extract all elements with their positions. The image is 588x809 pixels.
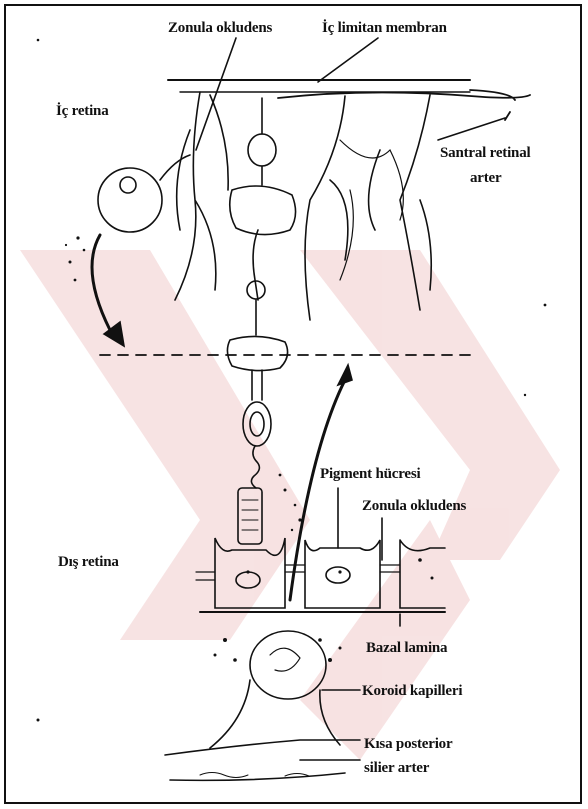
label-zonula-okludens-top: Zonula okludens xyxy=(168,20,272,37)
muller-fiber-left xyxy=(175,92,216,300)
label-bazal-lamina: Bazal lamina xyxy=(366,640,447,657)
pointer-ic-limitan xyxy=(318,38,378,82)
tight-junction-left xyxy=(196,572,215,580)
outer-plexiform-blob xyxy=(227,336,287,370)
muller-fiber-right xyxy=(369,95,432,310)
ciliary-artery-upper xyxy=(165,740,360,755)
label-santral-retinal: Santral retinal xyxy=(440,145,530,162)
label-koroid-kapilleri: Koroid kapilleri xyxy=(362,683,462,700)
pointer-santral-arter xyxy=(438,118,505,140)
label-ic-retina: İç retina xyxy=(56,103,109,120)
pigment-cell-1-nucleus xyxy=(236,572,260,588)
choroid-capillary xyxy=(250,631,326,699)
photoreceptor-segment-lines xyxy=(242,500,258,530)
label-kisa-posterior: Kısa posterior xyxy=(364,736,452,753)
photoreceptor-stalk xyxy=(252,370,262,400)
photoreceptor-nucleus xyxy=(243,402,271,446)
photoreceptor-fiber xyxy=(251,446,259,488)
pigment-cell-2-nucleus xyxy=(326,567,350,583)
photoreceptor-outer-segment xyxy=(238,488,262,544)
label-silier-arter: silier arter xyxy=(364,760,429,777)
capillary-pointer xyxy=(160,155,190,180)
capillary-cell xyxy=(120,177,136,193)
photoreceptor-nucleus-inner xyxy=(250,412,264,436)
central-retinal-artery xyxy=(278,90,530,120)
neuron-axon-mid xyxy=(253,230,258,300)
label-pigment-hucresi: Pigment hücresi xyxy=(320,466,420,483)
ciliary-artery-lower xyxy=(170,773,345,780)
pigment-cell-1 xyxy=(215,538,285,608)
choroid-inner-cells xyxy=(270,648,300,671)
label-dis-retina: Dış retina xyxy=(58,554,119,571)
muller-fiber-mid xyxy=(305,96,348,320)
upward-arrowhead xyxy=(338,365,352,385)
pigment-cell-2 xyxy=(305,540,380,608)
tight-junction-2 xyxy=(380,565,400,572)
stipple-dots xyxy=(37,39,547,722)
label-ic-limitan-membran: İç limitan membran xyxy=(322,20,447,37)
pigment-cell-3 xyxy=(400,540,445,608)
inner-plexiform-blob xyxy=(230,186,296,235)
ganglion-cell xyxy=(248,134,276,166)
label-santral-arter: arter xyxy=(470,170,501,187)
pointer-zonula-top xyxy=(196,38,236,150)
choroid-vessel xyxy=(210,680,340,748)
label-zonula-okludens-bottom: Zonula okludens xyxy=(362,498,466,515)
glial-network xyxy=(340,140,403,280)
muller-fiber-left-2 xyxy=(210,95,228,190)
capillary-arrow xyxy=(92,235,110,330)
